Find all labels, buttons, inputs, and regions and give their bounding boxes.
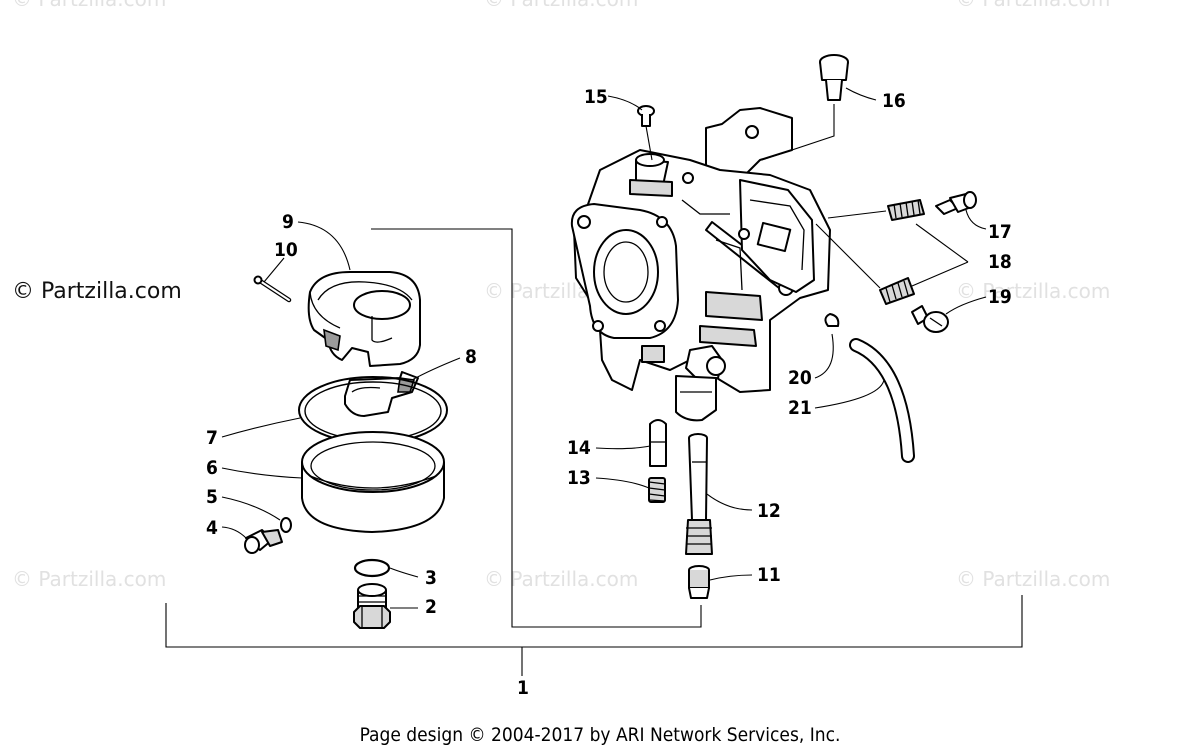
part-18-springs xyxy=(815,199,925,305)
part-19-screw xyxy=(911,305,949,333)
callout-6: 6 xyxy=(206,457,218,479)
callout-19: 19 xyxy=(988,286,1012,308)
part-9-float xyxy=(307,271,421,367)
part-13-spring xyxy=(648,477,666,503)
callout-leaders xyxy=(221,87,987,609)
watermark-top-right: © Partzilla.com xyxy=(956,0,1110,11)
callout-17: 17 xyxy=(988,221,1012,243)
part-5-oring xyxy=(280,517,292,533)
callout-8: 8 xyxy=(465,346,477,368)
callout-13: 13 xyxy=(567,467,591,489)
watermark-top-center: © Partzilla.com xyxy=(484,0,638,11)
watermark-bottom-right: © Partzilla.com xyxy=(956,567,1110,591)
footer-copyright: Page design © 2004-2017 by ARI Network S… xyxy=(360,724,841,746)
part-2-bolt xyxy=(353,583,391,629)
callout-1: 1 xyxy=(517,677,529,699)
part-3-gasket xyxy=(353,558,391,578)
part-6-float-bowl xyxy=(301,431,445,533)
part-15-screw xyxy=(637,105,655,161)
callout-10: 10 xyxy=(274,239,298,261)
callout-18: 18 xyxy=(988,251,1012,273)
part-4-drain-screw xyxy=(244,529,283,554)
callout-4: 4 xyxy=(206,517,218,539)
callout-16: 16 xyxy=(882,90,906,112)
assembly-bracket xyxy=(165,228,1023,676)
part-8-float-arm xyxy=(344,371,419,417)
part-10-pin xyxy=(253,275,292,303)
watermark-mid-right: © Partzilla.com xyxy=(956,279,1110,303)
part-16-pilot-screw xyxy=(761,54,849,161)
watermark-bottom-left: © Partzilla.com xyxy=(12,567,166,591)
callout-5: 5 xyxy=(206,486,218,508)
part-12-emulsion-tube xyxy=(685,433,713,555)
carburetor-body xyxy=(570,107,831,422)
callout-2: 2 xyxy=(425,596,437,618)
callout-12: 12 xyxy=(757,500,781,522)
callout-9: 9 xyxy=(282,211,294,233)
callout-labels: 1 2 3 4 5 6 7 8 9 10 11 12 13 14 15 16 1… xyxy=(206,86,1012,699)
watermark-top-left: © Partzilla.com xyxy=(12,0,166,11)
watermark-bottom-center: © Partzilla.com xyxy=(484,567,638,591)
callout-14: 14 xyxy=(567,437,591,459)
callout-11: 11 xyxy=(757,564,781,586)
part-14-needle xyxy=(649,419,667,467)
callout-3: 3 xyxy=(425,567,437,589)
callout-7: 7 xyxy=(206,427,218,449)
callout-21: 21 xyxy=(788,397,812,419)
watermark-main: © Partzilla.com xyxy=(12,279,182,304)
watermarks: © Partzilla.com © Partzilla.com © Partzi… xyxy=(12,0,1110,591)
part-17-idle-screw xyxy=(827,191,977,219)
part-21-hose xyxy=(849,338,915,463)
callout-20: 20 xyxy=(788,367,812,389)
part-11-main-jet xyxy=(688,565,710,599)
callout-15: 15 xyxy=(584,86,608,108)
part-20-clip xyxy=(824,313,840,327)
